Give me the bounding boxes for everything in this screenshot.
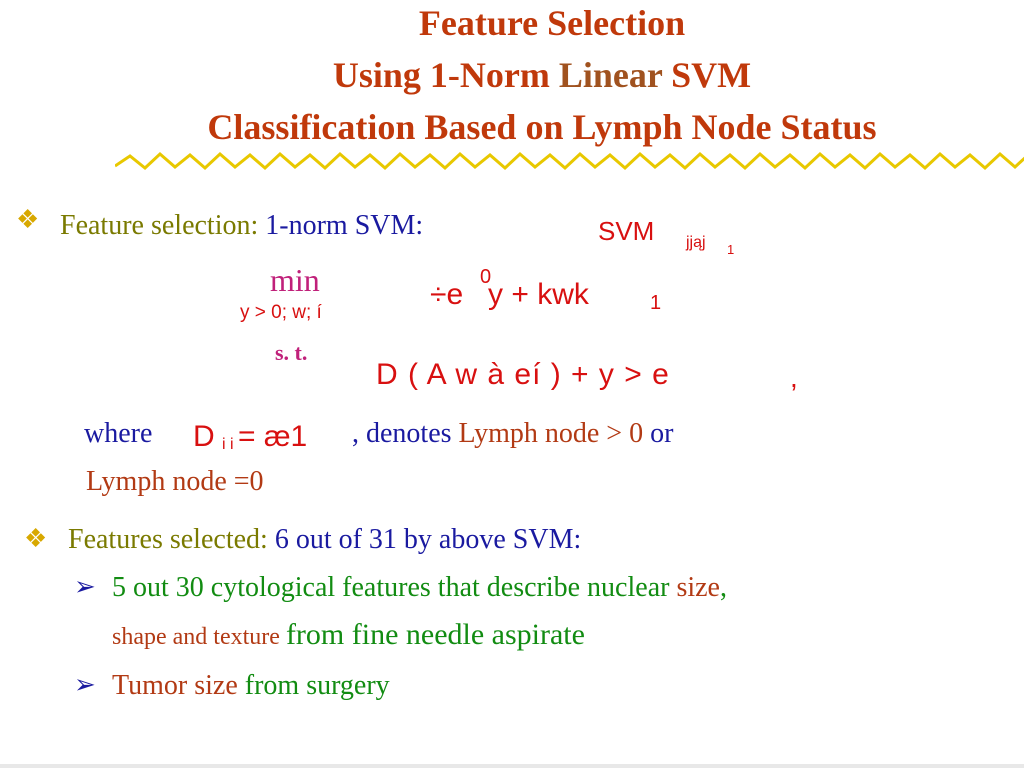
- feature-selection-label: Feature selection:: [60, 210, 266, 241]
- where-math-d: D: [193, 420, 215, 453]
- title-line-1: Feature Selection: [418, 3, 686, 43]
- fine-needle-text: from fine needle aspirate: [285, 618, 585, 651]
- svm-math-subscript-one: 1: [727, 242, 734, 257]
- bullet-features-selected: ❖: [24, 524, 47, 554]
- bottom-divider: [0, 764, 1024, 768]
- lymph-node-zero: Lymph node =0: [86, 466, 264, 497]
- where-math-rest: = æ1: [238, 420, 308, 453]
- svm-math-label: SVM: [598, 216, 654, 247]
- objective-subscript: 1: [650, 292, 662, 314]
- four-diamond-bullet-icon: ❖: [16, 205, 40, 234]
- min-operator: min: [270, 262, 320, 298]
- arrowhead-bullet-icon: ➢: [74, 572, 96, 601]
- shape-texture-text: shape and texture: [112, 624, 286, 650]
- title-line-3: Classification Based on Lymph Node Statu…: [207, 107, 877, 147]
- svm-math-sub: jjąj: [686, 234, 706, 251]
- svm-text: SVM:: [512, 524, 582, 555]
- lymph-node-positive: Lymph node > 0: [458, 418, 644, 449]
- where-line: where: [84, 418, 152, 450]
- bullet-2-text: Features selected: 6 out of 31 by above …: [68, 524, 581, 556]
- constraint-comma: ,: [790, 362, 798, 393]
- sub-bullet-1-line-2: shape and texture from fine needle aspir…: [112, 618, 585, 652]
- one-norm-text: 1-norm: [265, 210, 348, 241]
- six-out-of-31: 6 out of 31: [274, 524, 397, 555]
- denotes-text: , denotes: [352, 418, 459, 449]
- size-text: size: [676, 572, 720, 603]
- cytological-text: 5 out 30 cytological features that descr…: [112, 572, 677, 603]
- objective-prime: 0: [480, 266, 492, 288]
- arrowhead-bullet-icon: ➢: [74, 670, 96, 699]
- size-comma: ,: [719, 572, 727, 603]
- constraint-expression: D ( A w à eí ) + y > e: [376, 358, 670, 391]
- features-selected-label: Features selected:: [68, 524, 275, 555]
- by-above-text: by above: [396, 524, 513, 555]
- where-word: where: [84, 418, 153, 449]
- min-subscript: y > 0; w; í: [240, 302, 322, 323]
- svm-math-subscript: jjąj: [686, 234, 706, 252]
- title-line-2-a: Using 1-Norm: [332, 55, 559, 95]
- subject-to-label: s. t.: [275, 340, 308, 365]
- bullet-feature-selection: ❖: [16, 205, 39, 235]
- sub-bullet-1-line-1: 5 out 30 cytological features that descr…: [112, 572, 727, 604]
- svm-math-word: SVM: [598, 216, 655, 246]
- tumor-size-text: Tumor size: [112, 670, 245, 701]
- svm-math-sub-one: 1: [727, 242, 735, 257]
- from-surgery-text: from surgery: [244, 670, 390, 701]
- title-line-2-c: SVM: [662, 55, 752, 95]
- where-math-sub: i i: [222, 436, 234, 453]
- where-denotes: , denotes Lymph node > 0 or: [352, 418, 673, 450]
- or-text: or: [643, 418, 674, 449]
- four-diamond-bullet-icon: ❖: [24, 524, 48, 553]
- svm-colon-text: SVM:: [347, 210, 424, 241]
- objective-body: y + kwk: [488, 278, 589, 311]
- bullet-1-text: Feature selection: 1-norm SVM:: [60, 210, 423, 242]
- title-line-2: Using 1-Norm Linear SVM: [30, 54, 1024, 96]
- sub-bullet-2-text: Tumor size from surgery: [112, 670, 390, 702]
- zigzag-underline: [115, 151, 1024, 171]
- objective-prefix: ÷e: [430, 278, 464, 311]
- title-line-2-linear: Linear: [558, 55, 663, 95]
